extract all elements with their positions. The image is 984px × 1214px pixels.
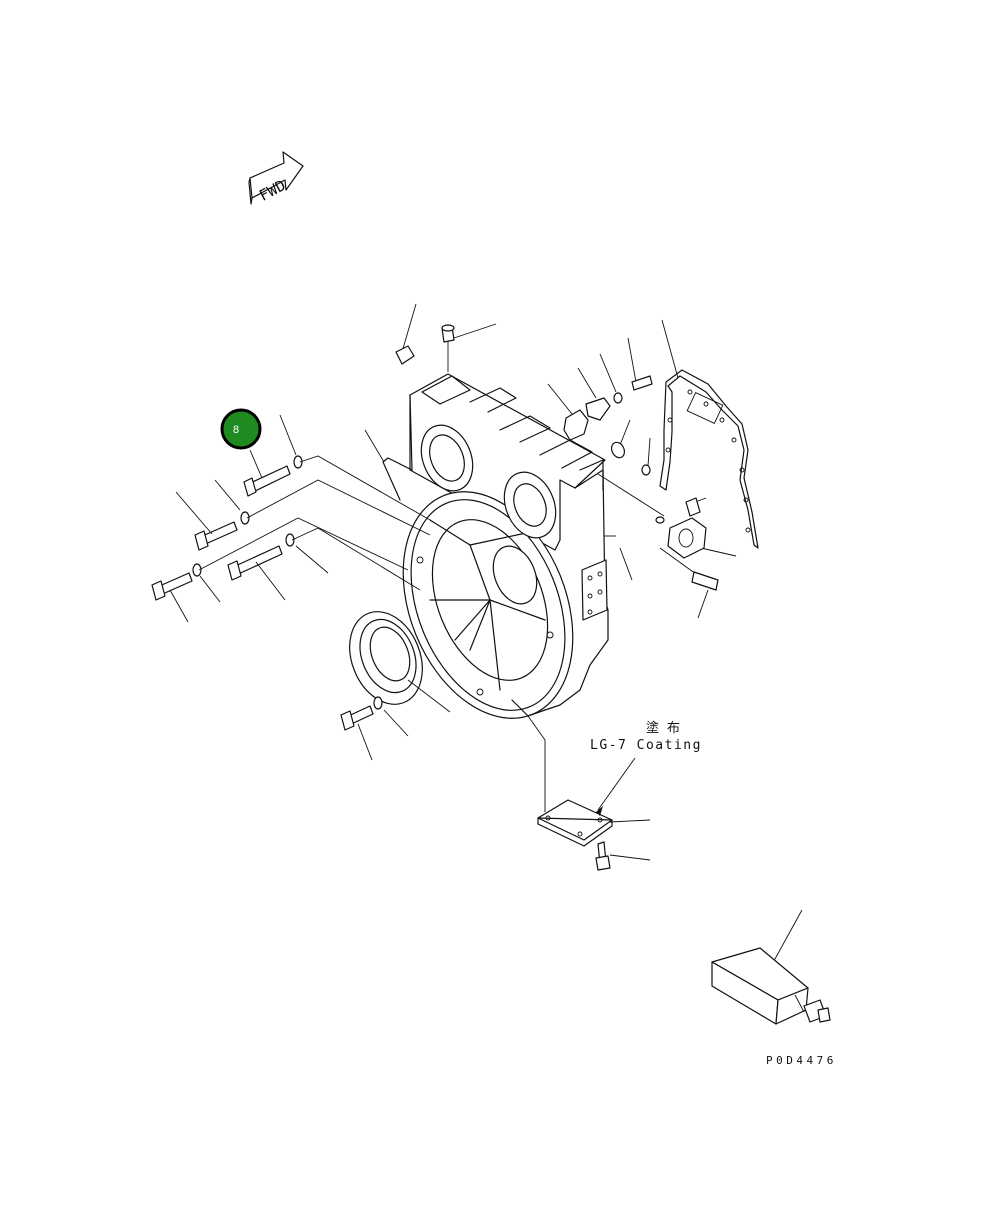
callout-badge-number: 8 <box>233 424 239 436</box>
callout-badge-circle <box>220 408 262 450</box>
cover-bolt <box>595 841 611 871</box>
bolt-lower-left <box>151 572 193 601</box>
drawing-number: P0D4476 <box>766 1054 837 1067</box>
leader-lines <box>169 303 803 969</box>
callout-badge[interactable]: 8 <box>220 408 262 450</box>
breather-bolt <box>441 324 455 343</box>
bolt-seal <box>340 705 374 731</box>
bolt-middle <box>194 521 238 551</box>
washers <box>192 392 651 710</box>
sensor-bracket <box>655 497 719 591</box>
cover-plates <box>563 375 653 459</box>
coating-jp-label: 塗 布 <box>646 720 680 736</box>
tool <box>711 947 831 1025</box>
flywheel-housing <box>382 373 609 719</box>
bolt-lower-long <box>227 545 283 581</box>
coating-label: LG-7 Coating <box>590 738 702 753</box>
bolt-upper <box>243 465 291 497</box>
seal-plate <box>349 611 423 705</box>
plug-top <box>395 345 415 365</box>
gasket <box>659 369 759 549</box>
inspection-cover <box>537 799 613 847</box>
fwd-arrow-icon: FWD <box>248 151 304 205</box>
